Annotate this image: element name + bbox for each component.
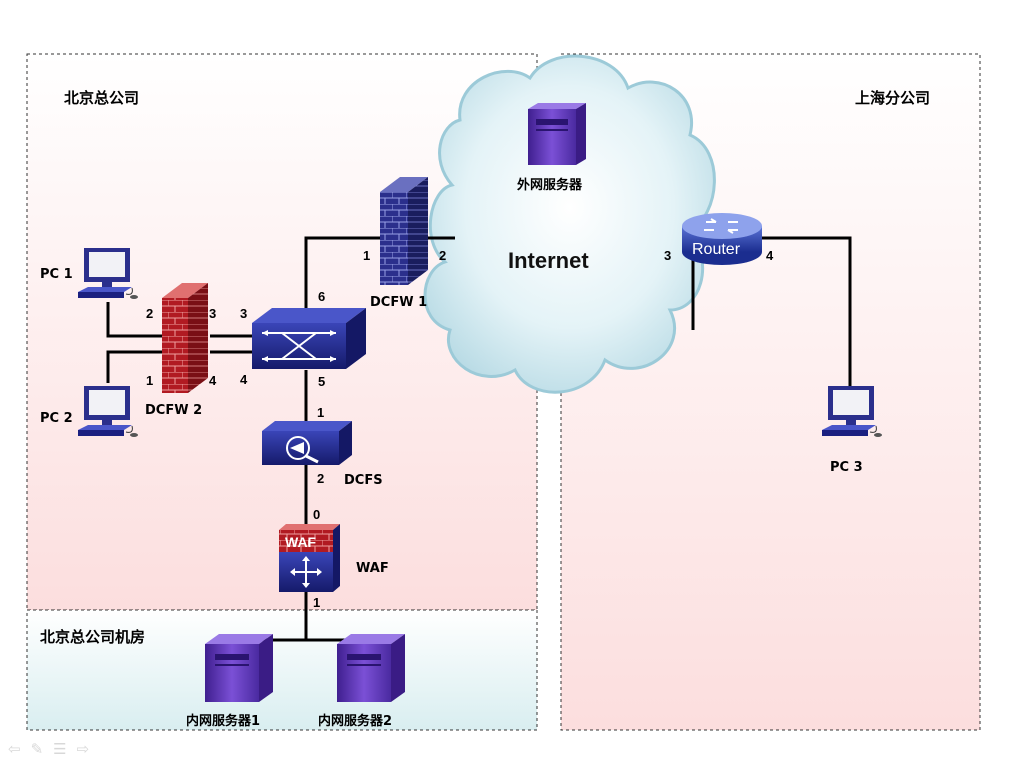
waf-label: WAF [356, 561, 389, 576]
dcfw2-firewall-icon [162, 283, 208, 393]
core-switch-icon [252, 308, 366, 369]
link-router-pc3 [762, 236, 852, 388]
router-label: Router [692, 241, 741, 258]
dcfs-port-2: 2 [317, 471, 324, 486]
dcfw2-port-3: 3 [209, 306, 216, 321]
menu-icon[interactable]: ☰ [53, 740, 67, 758]
switch-port-4: 4 [240, 372, 248, 387]
dcfw2-label: DCFW 2 [145, 403, 202, 418]
pen-icon[interactable]: ✎ [30, 740, 44, 758]
dcfw1-port-1: 1 [363, 248, 370, 263]
router-port-4: 4 [766, 248, 774, 263]
switch-port-5: 5 [318, 374, 325, 389]
dcfw1-label: DCFW 1 [370, 295, 427, 310]
waf-icon [279, 524, 340, 592]
arrow-right-icon[interactable]: ⇨ [76, 740, 90, 758]
pc3-computer-icon [822, 386, 882, 437]
link-pc1-dcfw2 [106, 302, 162, 338]
pc3-label: PC 3 [830, 460, 863, 475]
arrow-left-icon[interactable]: ⇦ [8, 740, 21, 758]
datacenter-region [26, 609, 538, 731]
shanghai-region-label: 上海分公司 [855, 89, 930, 107]
external-server-icon [528, 103, 586, 165]
waf-port-1: 1 [313, 595, 320, 610]
dcfw2-port-2: 2 [146, 306, 153, 321]
waf-badge: WAF [285, 534, 317, 550]
dcfw1-port-2: 2 [439, 248, 446, 263]
internal-server2-label: 内网服务器2 [318, 713, 392, 729]
waf-port-0: 0 [313, 507, 320, 522]
internal-server1-icon [205, 634, 273, 702]
network-links [106, 236, 852, 642]
pc2-computer-icon [78, 386, 138, 437]
dcfs-port-1: 1 [317, 405, 324, 420]
router-port-3: 3 [664, 248, 671, 263]
switch-port-3: 3 [240, 306, 247, 321]
dcfw2-port-1: 1 [146, 373, 153, 388]
switch-port-6: 6 [318, 289, 325, 304]
beijing-region-label: 北京总公司 [64, 89, 139, 107]
internal-server1-label: 内网服务器1 [186, 713, 260, 729]
dcfs-label: DCFS [344, 473, 383, 488]
dcfs-icon [262, 421, 352, 465]
pc1-computer-icon [78, 248, 138, 299]
internal-server2-icon [337, 634, 405, 702]
datacenter-region-label: 北京总公司机房 [40, 628, 145, 646]
pc2-label: PC 2 [40, 411, 73, 426]
internet-cloud [423, 54, 716, 394]
link-pc2-dcfw2 [106, 350, 162, 383]
pc1-label: PC 1 [40, 267, 73, 282]
dcfw1-firewall-icon [380, 177, 428, 285]
external-server-label: 外网服务器 [516, 177, 583, 193]
router-icon [682, 213, 762, 265]
link-switch-dcfw1 [304, 236, 382, 310]
dcfw2-port-4: 4 [209, 373, 217, 388]
slideshow-nav: ⇦ ✎ ☰ ⇨ [8, 740, 89, 758]
internet-label: Internet [508, 248, 589, 273]
